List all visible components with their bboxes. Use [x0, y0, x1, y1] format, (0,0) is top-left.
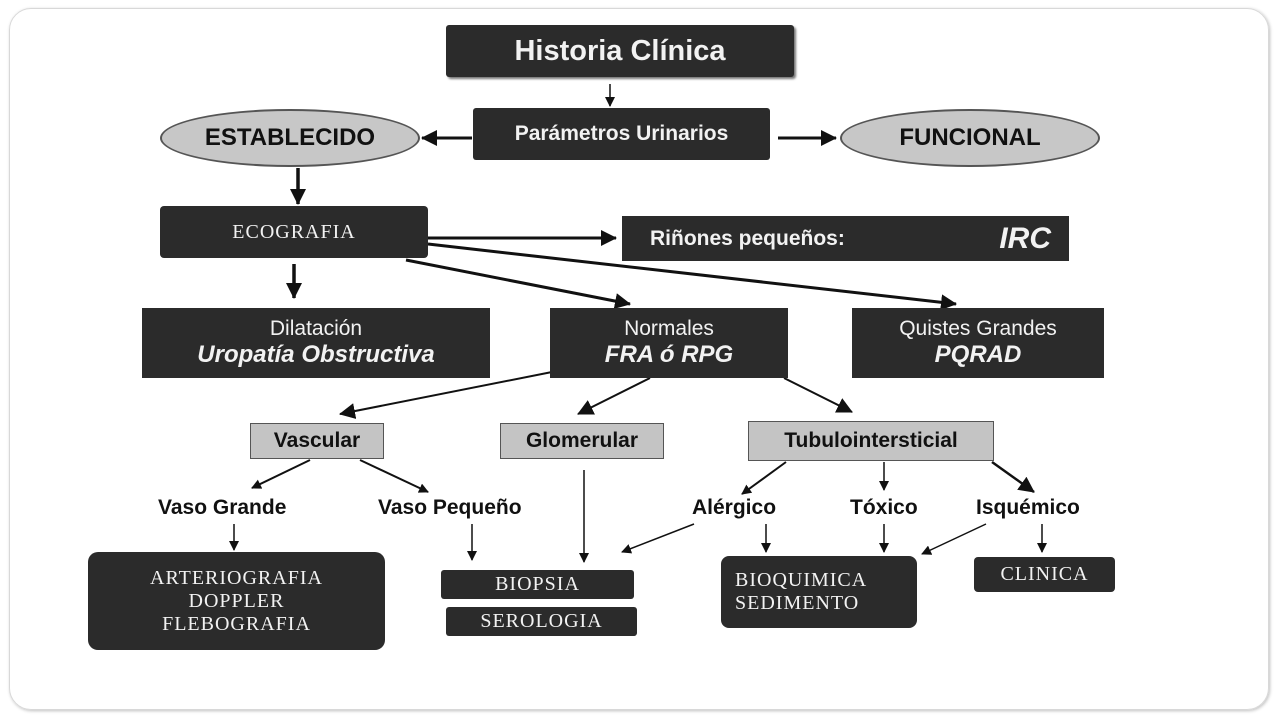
biopsia-box: BIOPSIA: [441, 570, 634, 599]
quistes-box: Quistes Grandes PQRAD: [852, 308, 1104, 378]
rinones-box: Riñones pequeños: IRC: [622, 216, 1069, 261]
arrow-alergico-biopsia: [621, 523, 695, 554]
quistes-label: Quistes Grandes: [899, 317, 1057, 340]
arrow-isquemico-bioquimica: [921, 523, 987, 555]
doppler-label: DOPPLER: [188, 589, 285, 612]
funcional-label: FUNCIONAL: [899, 124, 1041, 151]
toxico-label: Tóxico: [850, 496, 918, 519]
vaso-pequeno-label: Vaso Pequeño: [378, 496, 522, 519]
normales-value: FRA ó RPG: [604, 341, 734, 368]
tubulointersticial-label: Tubulointersticial: [784, 429, 958, 452]
dilatacion-value: Uropatía Obstructiva: [197, 341, 435, 368]
arrow-tubulo-alergico: [741, 461, 787, 495]
slide-frame: [9, 8, 1269, 710]
clinica-label: CLINICA: [1000, 563, 1089, 585]
arrow-vascular-pequeno: [359, 459, 429, 493]
parametros-urinarios-box: Parámetros Urinarios: [473, 108, 770, 160]
glomerular-label: Glomerular: [525, 429, 639, 452]
alergico-label: Alérgico: [692, 496, 777, 519]
ecografia-label: ECOGRAFIA: [232, 220, 356, 243]
rinones-label: Riñones pequeños:: [650, 226, 845, 250]
serologia-label: SEROLOGIA: [480, 610, 603, 632]
serologia-box: SEROLOGIA: [446, 607, 637, 636]
vascular-label: Vascular: [273, 429, 361, 452]
vaso-grande-label: Vaso Grande: [158, 496, 287, 519]
normales-box: Normales FRA ó RPG: [550, 308, 788, 378]
historia-clinica-title: Historia Clínica: [514, 34, 726, 67]
clinica-box: CLINICA: [974, 557, 1115, 592]
biopsia-label: BIOPSIA: [495, 573, 580, 595]
tubulointersticial-box: Tubulointersticial: [748, 421, 994, 461]
arrow-normales-vascular: [339, 371, 553, 419]
ecografia-box: ECOGRAFIA: [160, 206, 428, 258]
historia-clinica-box: Historia Clínica: [446, 25, 794, 77]
dilatacion-label: Dilatación: [269, 317, 363, 340]
flebografia-label: FLEBOGRAFIA: [162, 612, 311, 635]
sedimento-label: SEDIMENTO: [735, 592, 860, 614]
rinones-value: IRC: [999, 221, 1051, 255]
arrow-normales-glomerular: [577, 377, 651, 415]
quistes-value: PQRAD: [934, 341, 1022, 368]
normales-label: Normales: [624, 317, 714, 340]
arrow-normales-tubulo: [783, 377, 853, 413]
arteriografia-label: ARTERIOGRAFIA: [150, 566, 323, 589]
arrow-tubulo-isquemico: [991, 460, 1035, 494]
arrow-ecografia-quistes: [427, 242, 957, 311]
parametros-urinarios-label: Parámetros Urinarios: [514, 122, 729, 145]
arteriografia-box: ARTERIOGRAFIA DOPPLER FLEBOGRAFIA: [88, 552, 385, 650]
vascular-box: Vascular: [250, 423, 384, 459]
dilatacion-box: Dilatación Uropatía Obstructiva: [142, 308, 490, 378]
arrow-vascular-grande: [251, 459, 311, 489]
glomerular-box: Glomerular: [500, 423, 664, 459]
establecido-oval: ESTABLECIDO: [160, 109, 420, 167]
isquemico-label: Isquémico: [976, 496, 1080, 519]
bioquimica-label: BIOQUIMICA: [735, 569, 868, 591]
bioquimica-box: BIOQUIMICA SEDIMENTO: [721, 556, 917, 628]
arrow-ecografia-normales: [405, 258, 631, 309]
funcional-oval: FUNCIONAL: [840, 109, 1100, 167]
establecido-label: ESTABLECIDO: [204, 124, 376, 151]
